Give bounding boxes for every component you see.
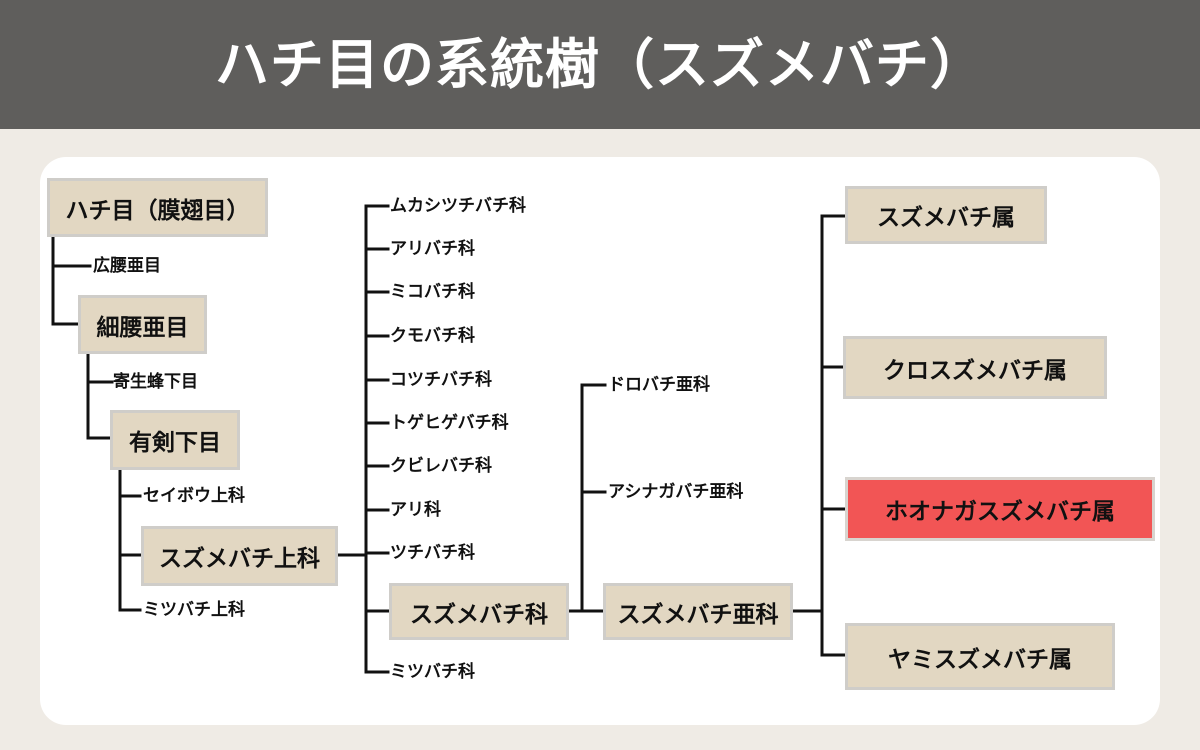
header-bar <box>0 0 1200 129</box>
family-item: アリバチ科 <box>390 239 475 259</box>
genus-vespula: クロスズメバチ属 <box>843 336 1107 399</box>
subfamily-item: アシナガバチ亜科 <box>608 482 744 502</box>
genus-dolichovespula: ホオナガスズメバチ属 <box>845 477 1155 541</box>
node-subfamily-vespinae: スズメバチ亜科 <box>603 583 793 640</box>
node-order: ハチ目（膜翅目） <box>47 178 268 237</box>
node-family-vespidae: スズメバチ科 <box>389 583 569 640</box>
genus-vespa: スズメバチ属 <box>845 186 1047 244</box>
node-suborder-broad: 広腰亜目 <box>93 256 161 276</box>
node-infraorder-parasitic: 寄生蜂下目 <box>113 372 198 392</box>
node-infraorder-aculeata: 有剣下目 <box>110 410 240 470</box>
family-item: ムカシツチバチ科 <box>390 196 526 216</box>
node-superfamily-vespoid: スズメバチ上科 <box>141 526 338 586</box>
family-item: アリ科 <box>390 500 441 520</box>
family-item: ミコバチ科 <box>390 282 475 302</box>
family-item: ミツバチ科 <box>390 662 475 682</box>
family-item: コツチバチ科 <box>390 370 492 390</box>
node-superfamily-apoid: ミツバチ上科 <box>143 600 245 620</box>
genus-provespa: ヤミスズメバチ属 <box>845 623 1115 690</box>
page-title: ハチ目の系統樹（スズメバチ） <box>215 33 985 96</box>
node-suborder-narrow: 細腰亜目 <box>78 295 207 354</box>
family-item: クビレバチ科 <box>390 456 492 476</box>
family-item: クモバチ科 <box>390 326 475 346</box>
family-item: ツチバチ科 <box>390 543 475 563</box>
node-superfamily-chrysid: セイボウ上科 <box>143 486 245 506</box>
subfamily-item: ドロバチ亜科 <box>608 375 710 395</box>
family-item: トゲヒゲバチ科 <box>390 413 509 433</box>
